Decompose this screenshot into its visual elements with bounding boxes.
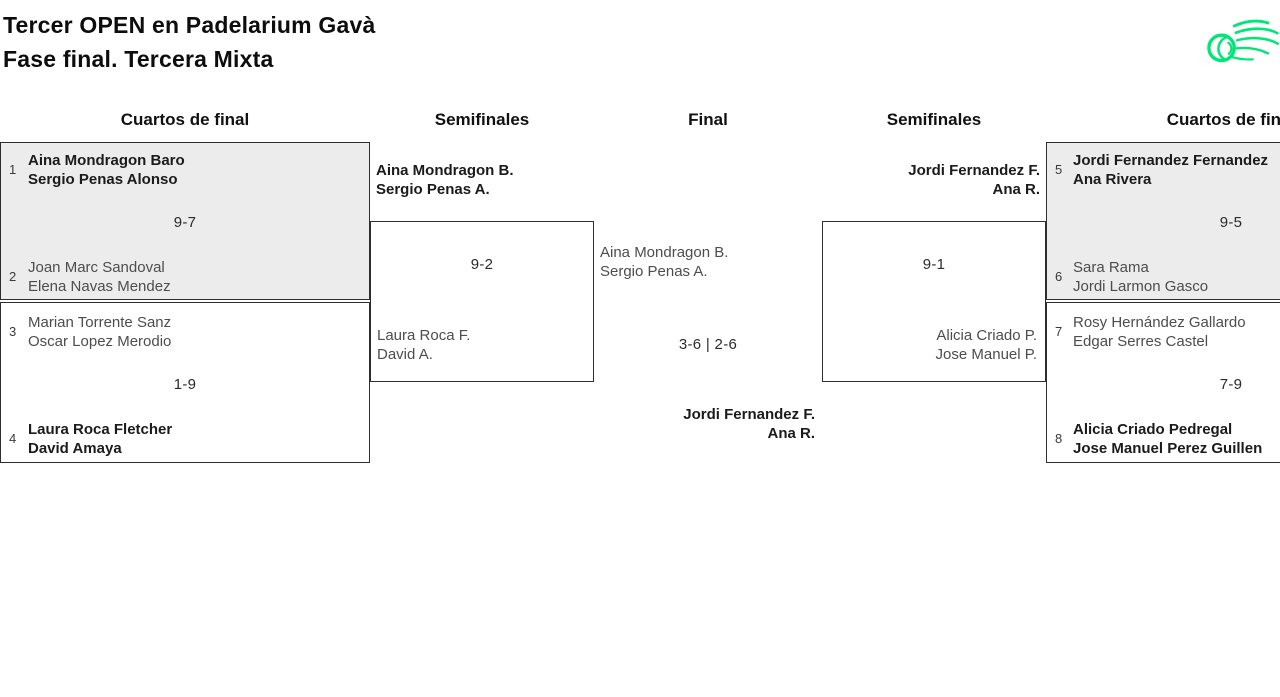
seed-number: 5 [1055, 162, 1063, 177]
column-header-semifinals-right: Semifinales [886, 110, 982, 129]
seed-number: 6 [1055, 269, 1063, 284]
match-score: 7-9 [1219, 376, 1243, 393]
team-pair-winner: Jordi Fernandez Fernandez Ana Rivera [1073, 151, 1268, 189]
player-name: Alicia Criado P. [936, 327, 1037, 344]
team-pair-loser: Alicia Criado P. Jose Manuel P. [936, 326, 1037, 364]
column-header-quarterfinals-right: Cuartos de final [1166, 110, 1280, 129]
seed-number: 3 [9, 324, 17, 339]
match-card-semifinal-left: 9-2 Laura Roca F. David A. [370, 221, 594, 382]
player-name: Sara Rama [1073, 259, 1149, 276]
final-champion-team: Jordi Fernandez F. Ana R. [594, 405, 815, 443]
player-name: Edgar Serres Castel [1073, 333, 1209, 350]
player-name: Sergio Penas A. [600, 263, 708, 280]
player-name: Joan Marc Sandoval [28, 259, 165, 276]
player-name: Aina Mondragon B. [600, 244, 729, 261]
player-name: Rosy Hernández Gallardo [1073, 314, 1246, 331]
match-card-quarterfinal-2: 3 Marian Torrente Sanz Oscar Lopez Merod… [0, 302, 370, 463]
tournament-title: Tercer OPEN en Padelarium Gavà [3, 12, 376, 38]
padel-ball-swoosh-icon [1207, 19, 1279, 63]
player-name: Jordi Larmon Gasco [1073, 278, 1209, 295]
match-score: 1-9 [173, 376, 197, 393]
player-name: Marian Torrente Sanz [28, 314, 172, 331]
player-name: Sergio Penas A. [376, 181, 490, 198]
player-name: David A. [377, 346, 433, 363]
seed-number: 7 [1055, 324, 1063, 339]
player-name: Jose Manuel Perez Guillen [1073, 440, 1263, 457]
player-name: Sergio Penas Alonso [28, 171, 178, 188]
match-card-semifinal-right: 9-1 Alicia Criado P. Jose Manuel P. [822, 221, 1046, 382]
match-score: 9-7 [173, 214, 197, 231]
player-name: Aina Mondragon Baro [28, 152, 185, 169]
column-header-quarterfinals-left: Cuartos de final [120, 110, 250, 129]
player-name: Laura Roca F. [377, 327, 471, 344]
final-match-score: 3-6 | 2-6 [678, 336, 738, 353]
player-name: Ana R. [992, 181, 1040, 198]
final-finalist-team: Aina Mondragon B. Sergio Penas A. [600, 243, 728, 281]
seed-number: 4 [9, 431, 17, 446]
match-score: 9-5 [1219, 214, 1243, 231]
team-pair-loser: Sara Rama Jordi Larmon Gasco [1073, 258, 1208, 296]
match-card-quarterfinal-4: 7 Rosy Hernández Gallardo Edgar Serres C… [1046, 302, 1280, 463]
tournament-subtitle: Fase final. Tercera Mixta [3, 46, 274, 72]
match-card-quarterfinal-1: 1 Aina Mondragon Baro Sergio Penas Alons… [0, 142, 370, 300]
semifinal-left-advancing-team: Aina Mondragon B. Sergio Penas A. [376, 161, 514, 199]
match-score: 9-2 [470, 256, 494, 273]
page-title-block: Tercer OPEN en Padelarium Gavà Fase fina… [3, 8, 375, 76]
team-pair-winner: Alicia Criado Pedregal Jose Manuel Perez… [1073, 420, 1262, 458]
seed-number: 1 [9, 162, 17, 177]
player-name: Jordi Fernandez Fernandez [1073, 152, 1269, 169]
team-pair-winner: Laura Roca Fletcher David Amaya [28, 420, 172, 458]
team-pair-loser: Rosy Hernández Gallardo Edgar Serres Cas… [1073, 313, 1246, 351]
player-name: Aina Mondragon B. [376, 162, 514, 179]
team-pair-loser: Joan Marc Sandoval Elena Navas Mendez [28, 258, 171, 296]
player-name: Oscar Lopez Merodio [28, 333, 172, 350]
match-card-quarterfinal-3: 5 Jordi Fernandez Fernandez Ana Rivera 9… [1046, 142, 1280, 300]
team-pair-loser: Laura Roca F. David A. [377, 326, 470, 364]
semifinal-right-advancing-team: Jordi Fernandez F. Ana R. [822, 161, 1040, 199]
player-name: Jordi Fernandez F. [683, 406, 815, 423]
player-name: David Amaya [28, 440, 122, 457]
player-name: Elena Navas Mendez [28, 278, 171, 295]
team-pair-loser: Marian Torrente Sanz Oscar Lopez Merodio [28, 313, 171, 351]
player-name: Ana R. [767, 425, 815, 442]
column-header-semifinals-left: Semifinales [434, 110, 530, 129]
player-name: Laura Roca Fletcher [28, 421, 173, 438]
seed-number: 8 [1055, 431, 1063, 446]
player-name: Jose Manuel P. [935, 346, 1037, 363]
match-score: 9-1 [922, 256, 946, 273]
player-name: Alicia Criado Pedregal [1073, 421, 1233, 438]
team-pair-winner: Aina Mondragon Baro Sergio Penas Alonso [28, 151, 185, 189]
column-header-final: Final [688, 110, 728, 129]
player-name: Ana Rivera [1073, 171, 1152, 188]
seed-number: 2 [9, 269, 17, 284]
player-name: Jordi Fernandez F. [908, 162, 1040, 179]
